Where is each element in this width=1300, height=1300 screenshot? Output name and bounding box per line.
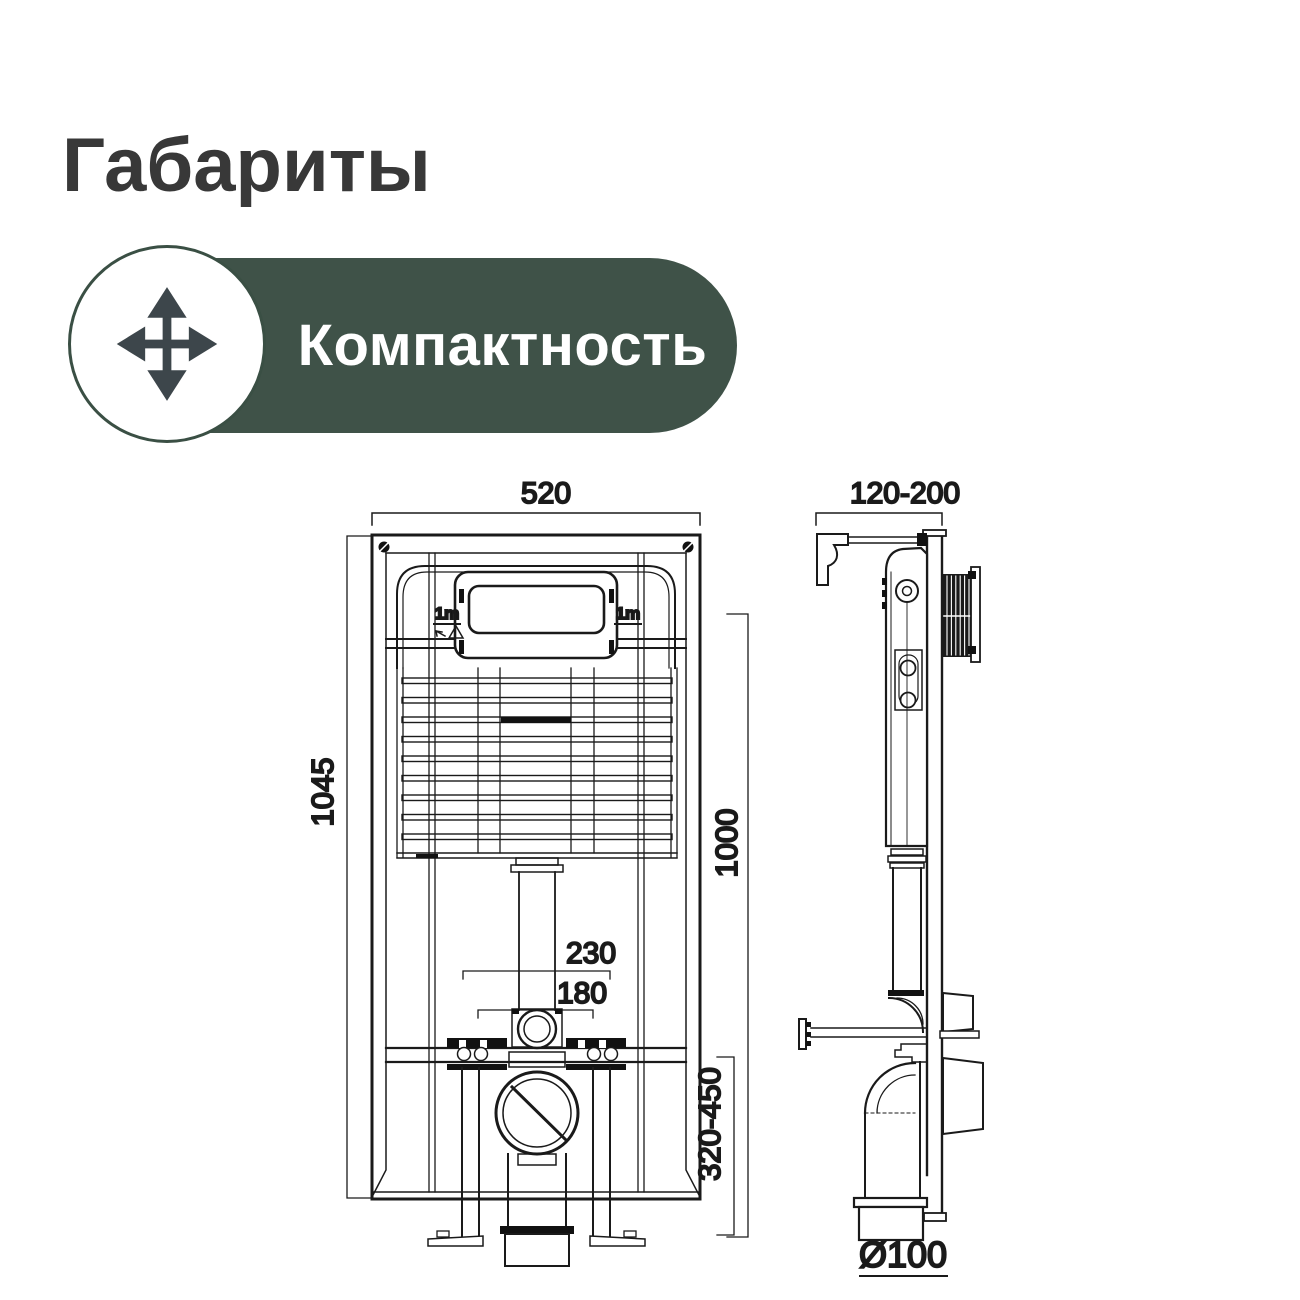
front-height-dim-label: 1045	[305, 758, 340, 827]
corrugated-connector	[943, 566, 981, 663]
inlet-span-dim-label: 230	[566, 937, 616, 970]
front-view-drawing: 520 1m	[304, 476, 749, 1267]
move-arrows-icon	[116, 287, 218, 401]
side-depth-dim-label: 120-200	[850, 477, 960, 510]
bowl-outlet-stub	[942, 1056, 984, 1136]
inlet-span-narrow-dim-label: 180	[557, 977, 607, 1010]
front-height-right-dim-label: 1000	[709, 809, 744, 878]
level-symbol	[447, 624, 465, 639]
feature-badge: Компактность	[68, 245, 748, 443]
front-mark-left-label: 1m	[435, 604, 460, 623]
flush-panel-opening	[453, 570, 619, 660]
page-title: Габариты	[62, 123, 431, 208]
front-mark-right-label: 1m	[616, 604, 641, 623]
side-view-drawing: 120-200	[798, 476, 984, 1277]
bowl-inlet-stub	[942, 991, 974, 1034]
feature-badge-label: Компактность	[297, 313, 708, 378]
floor-range-dim-label: 320-450	[692, 1067, 727, 1181]
feature-badge-circle	[68, 245, 266, 443]
wall-bracket	[816, 533, 849, 586]
front-width-dim-label: 520	[521, 477, 571, 510]
outlet-diameter-dim-label: Ø100	[859, 1234, 947, 1275]
